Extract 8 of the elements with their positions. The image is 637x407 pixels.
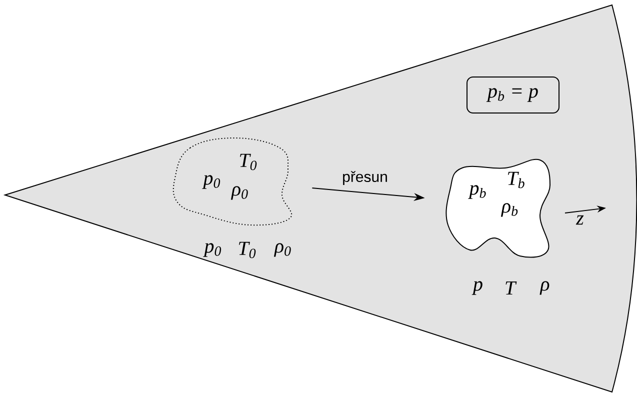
condition-box: p$_{b}$ = p bbox=[466, 76, 560, 114]
air-parcel: p$_{0}$ T$_{0}$ ρ$_{0}$ bbox=[172, 138, 292, 226]
variable-label: p bbox=[472, 281, 482, 295]
air-parcel: p$_{b}$ T$_{b}$ ρ$_{b}$ bbox=[446, 158, 550, 258]
variable-label: T bbox=[506, 281, 517, 295]
edge-label: přesun bbox=[343, 170, 387, 185]
variable-label: ρ bbox=[540, 281, 550, 295]
variable-label: z bbox=[576, 215, 584, 225]
